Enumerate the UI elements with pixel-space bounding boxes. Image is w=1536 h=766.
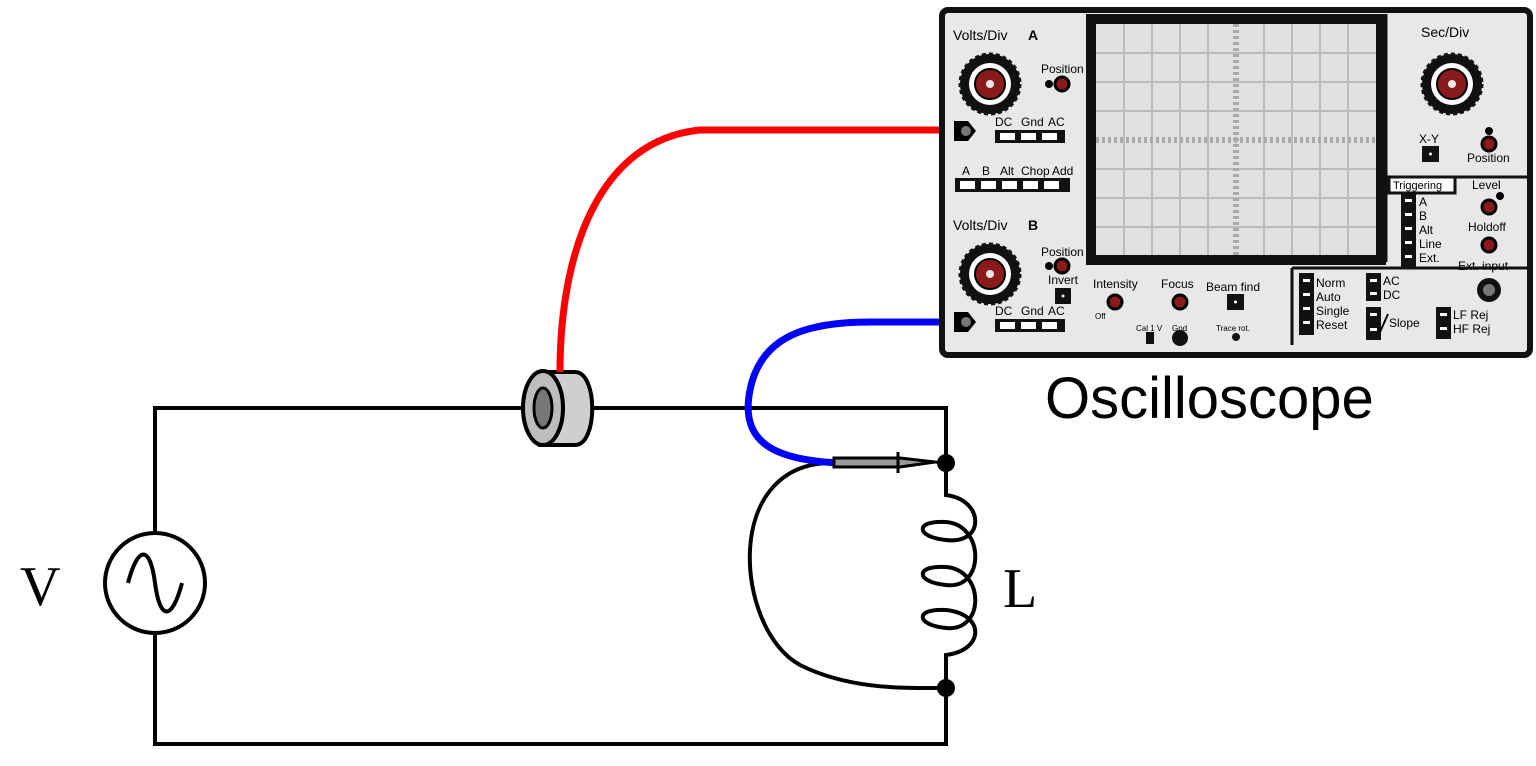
trace-rot-label: Trace rot.: [1216, 324, 1250, 333]
volts-div-b-label: Volts/Div: [953, 217, 1007, 233]
mode-chop-label: Chop: [1021, 164, 1050, 178]
position-a-knob[interactable]: [1045, 75, 1071, 93]
voltage-probe: [832, 452, 947, 473]
trigger-coupling-dc: DC: [1383, 288, 1401, 302]
probe-ground-loop: [747, 460, 947, 691]
input-a-connector[interactable]: [954, 121, 976, 141]
slope-switch[interactable]: [1366, 307, 1389, 340]
beam-find-button[interactable]: [1227, 294, 1244, 310]
slope-label: Slope: [1389, 316, 1420, 330]
trigger-source-line: Line: [1419, 237, 1442, 251]
trigger-mode-reset: Reset: [1316, 318, 1348, 332]
cal-label: Cal 1 V: [1136, 324, 1163, 333]
inductor-coil: [921, 463, 978, 688]
focus-knob[interactable]: [1171, 293, 1189, 311]
node-bottom: [937, 679, 955, 697]
current-probe: [521, 369, 595, 447]
holdoff-knob[interactable]: [1480, 236, 1498, 254]
volts-div-a-label: Volts/Div: [953, 27, 1007, 43]
trigger-source-b: B: [1419, 209, 1427, 223]
cal-terminal[interactable]: [1146, 332, 1154, 344]
hf-rej-label: HF Rej: [1453, 322, 1490, 336]
ext-input-connector[interactable]: [1477, 278, 1501, 302]
trigger-coupling-switch[interactable]: [1366, 273, 1381, 301]
coupling-b-dc: DC: [995, 304, 1013, 318]
triggering-title: Triggering: [1393, 180, 1442, 192]
xy-button[interactable]: [1422, 146, 1439, 162]
position-a-label: Position: [1041, 62, 1084, 76]
circuit: [153, 406, 978, 746]
mode-alt-label: Alt: [1000, 164, 1015, 178]
trigger-mode-single: Single: [1316, 304, 1350, 318]
mode-b-label: B: [982, 164, 990, 178]
inductor-label: L: [1003, 558, 1037, 620]
voltage-probe-tip: [934, 460, 947, 465]
ext-input-label: Ext. input: [1458, 259, 1509, 273]
beam-find-label: Beam find: [1206, 280, 1260, 294]
coupling-a-gnd: Gnd: [1021, 115, 1044, 129]
intensity-label: Intensity: [1093, 277, 1138, 291]
position-h-label: Position: [1467, 151, 1510, 165]
channel-b-letter: B: [1028, 217, 1038, 233]
input-b-connector[interactable]: [954, 312, 976, 332]
gnd-terminal[interactable]: [1172, 330, 1188, 346]
channel-a-letter: A: [1028, 27, 1038, 43]
trigger-source-switch[interactable]: [1401, 194, 1416, 269]
source-label: V: [20, 556, 60, 618]
sec-div-knob[interactable]: [1420, 52, 1484, 116]
position-h-knob[interactable]: [1480, 127, 1498, 153]
focus-label: Focus: [1161, 277, 1194, 291]
trigger-source-ext: Ext.: [1419, 251, 1440, 265]
lf-rej-label: LF Rej: [1453, 308, 1488, 322]
reject-switch[interactable]: [1436, 307, 1451, 339]
trigger-mode-norm: Norm: [1316, 276, 1345, 290]
mode-a-label: A: [962, 164, 970, 178]
oscilloscope: Volts/Div A Position DC Gnd AC A B: [939, 7, 1533, 358]
oscilloscope-title: Oscilloscope: [1045, 366, 1374, 431]
trigger-source-a: A: [1419, 195, 1427, 209]
coupling-b-switch[interactable]: [995, 319, 1065, 332]
gnd-terminal-label: Gnd: [1172, 324, 1187, 333]
level-knob[interactable]: [1480, 192, 1504, 216]
ac-source: [103, 531, 207, 635]
sine-icon: [126, 552, 184, 614]
invert-button[interactable]: [1055, 288, 1071, 304]
probe-a-cable: [556, 126, 952, 373]
screen-axes: [1096, 24, 1376, 255]
invert-label: Invert: [1048, 273, 1079, 287]
voltage-probe-body: [832, 456, 936, 469]
volts-div-a-knob[interactable]: [958, 52, 1022, 116]
intensity-knob[interactable]: [1106, 293, 1124, 311]
intensity-off-label: Off: [1095, 312, 1106, 321]
triggering-title-box: [1387, 175, 1457, 195]
trigger-coupling-ac: AC: [1383, 274, 1400, 288]
xy-label: X-Y: [1419, 132, 1439, 146]
mode-switch[interactable]: [955, 178, 1070, 192]
current-probe-hole: [532, 386, 554, 430]
coupling-b-gnd: Gnd: [1021, 304, 1044, 318]
volts-div-b-knob[interactable]: [958, 242, 1022, 306]
coupling-b-ac: AC: [1048, 304, 1065, 318]
position-b-label: Position: [1041, 245, 1084, 259]
coupling-a-dc: DC: [995, 115, 1013, 129]
sec-div-label: Sec/Div: [1421, 24, 1469, 40]
holdoff-label: Holdoff: [1468, 220, 1506, 234]
mode-add-label: Add: [1052, 164, 1073, 178]
coupling-a-switch[interactable]: [995, 130, 1065, 143]
position-b-knob[interactable]: [1045, 257, 1071, 275]
trigger-source-alt: Alt: [1419, 223, 1434, 237]
trigger-mode-auto: Auto: [1316, 290, 1341, 304]
level-label: Level: [1472, 178, 1501, 192]
trigger-mode-switch[interactable]: [1299, 273, 1314, 335]
trace-rot-knob[interactable]: [1232, 333, 1240, 341]
coupling-a-ac: AC: [1048, 115, 1065, 129]
probe-b-cable: [744, 318, 952, 467]
